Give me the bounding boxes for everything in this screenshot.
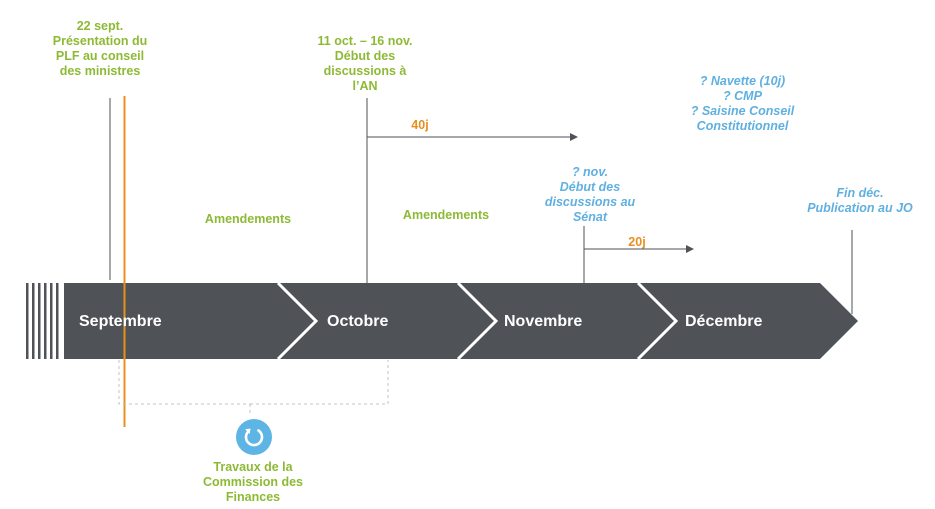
segment-septembre <box>64 283 316 359</box>
milestone-fin: Fin déc. Publication au JO <box>807 186 913 215</box>
milestone-an: 11 oct. – 16 nov. Début des discussions … <box>317 34 413 93</box>
month-octobre: Octobre <box>327 313 389 330</box>
segment-decembre <box>638 283 858 359</box>
segment-octobre <box>278 283 496 359</box>
amendements-label-2: Amendements <box>402 208 490 222</box>
month-septembre: Septembre <box>79 313 162 330</box>
milestone-plf: 22 sept. Présentation du PLF au conseil … <box>52 19 148 78</box>
month-decembre: Décembre <box>685 313 763 330</box>
commission-bracket <box>118 360 389 405</box>
milestone-senat: ? nov. Début des discussions au Sénat <box>544 165 636 224</box>
month-novembre: Novembre <box>504 313 583 330</box>
duration-20j: 20j <box>628 235 646 249</box>
amendements-label-1: Amendements <box>204 212 292 226</box>
duration-40j: 40j <box>411 118 429 132</box>
segment-novembre <box>458 283 676 359</box>
commission-label: Travaux de la Commission des Finances <box>202 460 304 504</box>
timeline-stripes <box>26 283 59 359</box>
milestone-navette: ? Navette (10j) ? CMP ? Saisine Conseil … <box>690 74 795 133</box>
refresh-icon <box>236 419 272 455</box>
